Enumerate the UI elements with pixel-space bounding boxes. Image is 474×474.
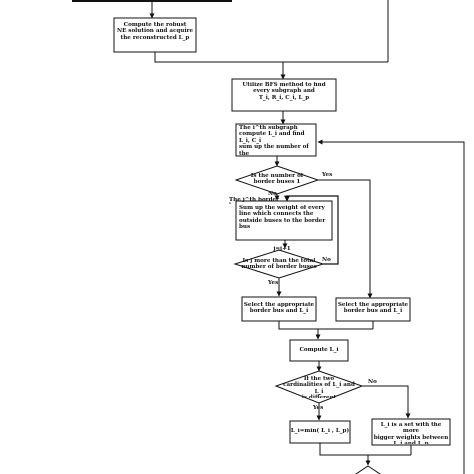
box-sum-weight <box>235 200 333 241</box>
text-jj1: j=j+1 <box>273 246 291 252</box>
top-cropped-box <box>72 0 232 2</box>
box-select-left <box>241 296 317 322</box>
box-robust <box>113 17 197 53</box>
edge-d3-no <box>362 385 411 419</box>
text-jth-border-bus: The j^th border bus <box>229 197 280 204</box>
text-set: L_i is a set with the more bigger weight… <box>373 422 449 444</box>
text-sum-weight: Sum up the weight of every line which co… <box>239 205 326 231</box>
text-min: L_i=min( L_i , L_p) <box>290 428 350 434</box>
text-robust: Compute the robust NE solution and acqui… <box>116 22 194 41</box>
label-no-1: No <box>268 191 277 197</box>
decision-final-cropped <box>355 465 381 474</box>
label-yes-2: Yes <box>268 280 279 286</box>
text-compute: Compute L_i <box>299 347 339 353</box>
text-select-right: Select the appropriate border bus and L_… <box>337 302 409 315</box>
text-ith-subgraph: The i^th subgraph compute L_i and find L… <box>239 125 309 155</box>
box-bfs <box>231 78 337 112</box>
text-decision-cardinality: If the two cardinalities of L_i and L_i … <box>283 376 355 398</box>
label-no-3: No <box>368 379 377 385</box>
text-select-left: Select the appropriate border bus and L_… <box>243 302 315 315</box>
text-bfs: Utilize BFS method to find every subgrap… <box>242 82 326 101</box>
label-yes-1: Yes <box>322 172 333 178</box>
edge-d2-no-loop <box>284 195 339 265</box>
edge-min-to-merge <box>319 443 411 456</box>
edge-left-to-merge <box>278 321 373 330</box>
edge-robust-to-bfs <box>154 52 388 63</box>
box-ith-subgraph <box>235 123 317 157</box>
label-no-2: No <box>322 257 331 263</box>
label-yes-3: Yes <box>313 405 324 411</box>
edge-d1-yes <box>318 179 373 299</box>
text-decision-border-1: Is the number of border buses 1 <box>250 173 304 186</box>
edge-feedback-to-ith <box>317 139 465 474</box>
text-decision-j-more: Is j more than the total number of borde… <box>241 258 317 271</box>
